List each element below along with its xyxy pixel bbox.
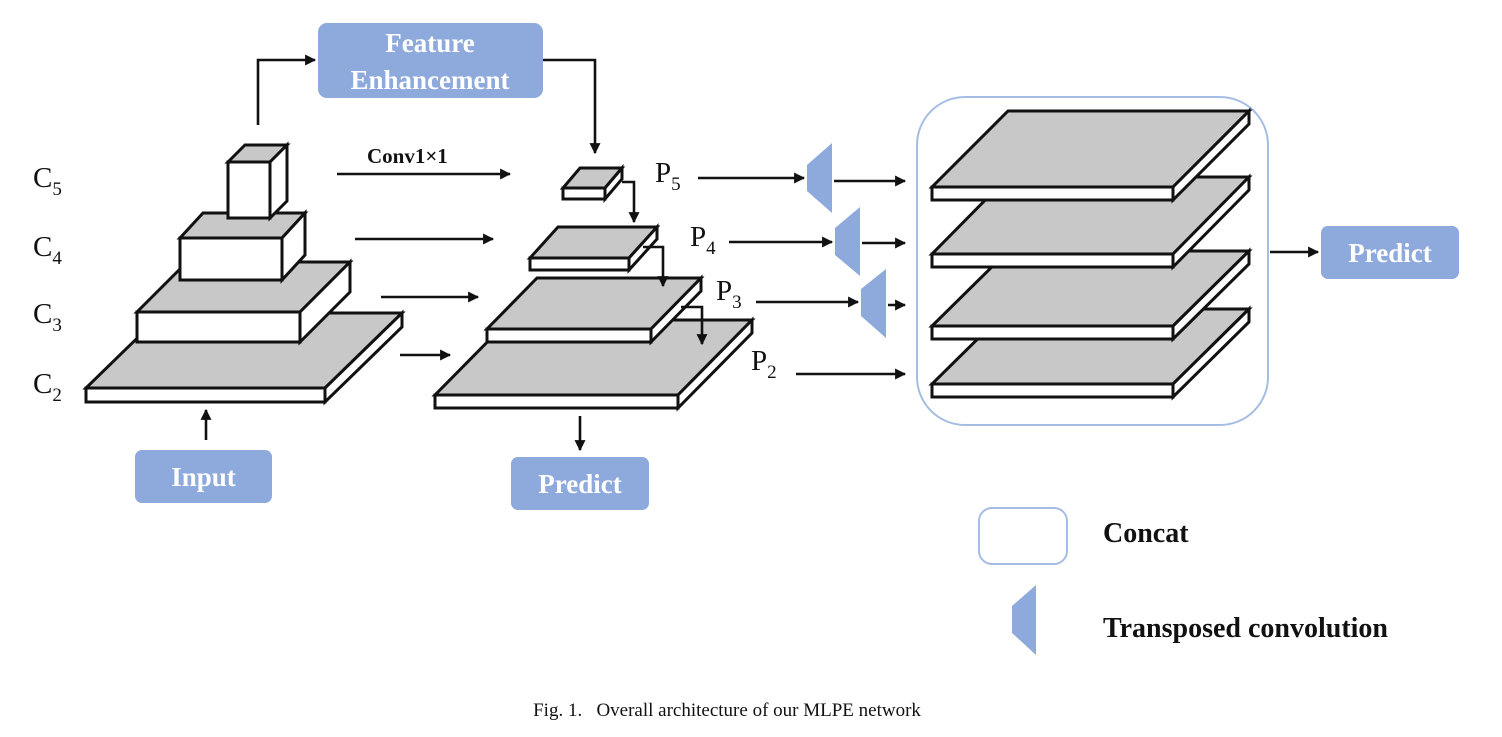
conv1x1-label: Conv1×1 [367, 144, 448, 168]
topdown-arrow-p3-p2 [681, 305, 708, 346]
predict-mid-label: Predict [538, 469, 621, 499]
p5-label: P5 [655, 157, 681, 195]
legend-transposed-swatch [1012, 585, 1036, 655]
c2-label: C2 [33, 368, 62, 406]
p2-label: P2 [751, 345, 777, 383]
to-feature-enhancement-arrow [256, 54, 317, 125]
transposed-conv-p5 [807, 143, 832, 213]
p5-slab [559, 163, 626, 204]
feature-enhancement-line2: Enhancement [350, 65, 509, 95]
input-label: Input [171, 462, 236, 492]
feature-enhancement-box: Feature Enhancement [318, 23, 543, 98]
from-feature-enhancement-arrow [543, 58, 601, 155]
p3-slab [483, 274, 705, 346]
c3-label: C3 [33, 298, 62, 336]
input-box: Input [135, 450, 272, 503]
p4-slab [526, 223, 661, 274]
figure-caption: Fig. 1. Overall architecture of our MLPE… [533, 700, 921, 721]
legend-transposed-label: Transposed convolution [1103, 613, 1388, 644]
concat-slab-1 [928, 107, 1253, 204]
p3-label: P3 [716, 275, 742, 313]
legend: Concat Transposed convolution [978, 507, 1388, 655]
legend-concat-swatch [978, 507, 1068, 565]
legend-concat-label: Concat [1103, 518, 1189, 549]
c3-block [133, 258, 354, 346]
predict-right-label: Predict [1348, 238, 1431, 268]
transposed-conv-p4 [835, 207, 860, 276]
concat-slab-3 [928, 247, 1253, 343]
predict-mid-box: Predict [511, 457, 649, 510]
backbone-pyramid [82, 141, 406, 406]
predict-right-box: Predict [1321, 226, 1459, 279]
p4-label: P4 [690, 221, 716, 259]
c4-block [176, 209, 309, 284]
c5-label: C5 [33, 162, 62, 200]
transposed-conv-p3 [861, 269, 886, 338]
topdown-arrow-p4-p3 [643, 245, 669, 288]
feature-enhancement-line1: Feature [385, 28, 474, 58]
concat-stack [928, 107, 1253, 401]
c5-block [224, 141, 291, 222]
c4-label: C4 [33, 231, 62, 269]
concat-box [916, 96, 1269, 426]
topdown-arrow-p5-p4 [622, 180, 640, 224]
feature-pyramid [431, 163, 756, 412]
